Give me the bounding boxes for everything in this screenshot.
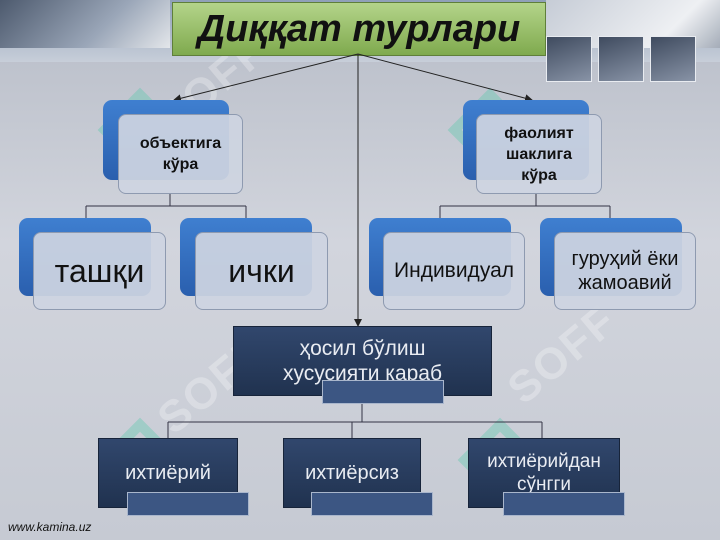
node-formation-tab: [322, 380, 444, 404]
node-post-voluntary-tab: [503, 492, 625, 516]
node-internal: ички: [195, 232, 328, 310]
footer-url[interactable]: www.kamina.uz: [8, 520, 92, 534]
node-activity-based: фаолият шаклига кўра: [476, 114, 602, 194]
header-thumb-2: [598, 36, 644, 82]
node-external: ташқи: [33, 232, 166, 310]
node-involuntary-tab: [311, 492, 433, 516]
node-individual: Индивидуал: [383, 232, 525, 310]
node-object-based: объектига кўра: [118, 114, 243, 194]
header-photo-buildings: [0, 0, 170, 48]
header-thumb-3: [650, 36, 696, 82]
node-voluntary-tab: [127, 492, 249, 516]
node-group: гуруҳий ёки жамоавий: [554, 232, 696, 310]
header-thumb-1: [546, 36, 592, 82]
page-title: Диққат турлари: [172, 2, 546, 56]
